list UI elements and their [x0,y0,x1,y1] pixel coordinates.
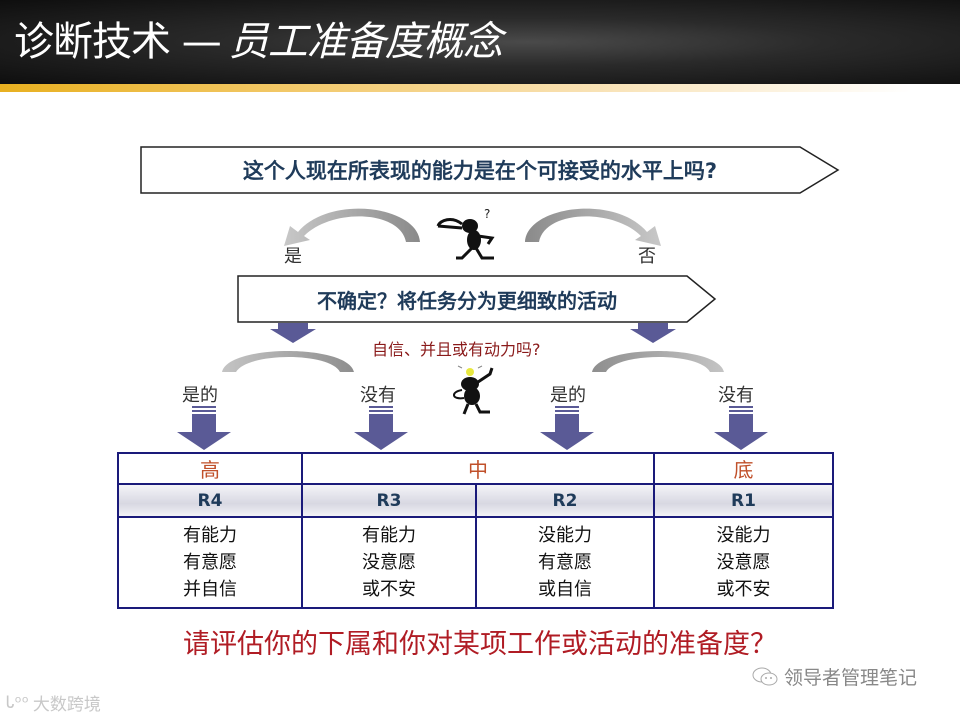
readiness-code-row: R4 R3 R2 R1 [119,485,832,518]
level-mid-label: 中 [468,458,488,482]
curved-arrow-no-icon [525,208,661,246]
level-high-label: 高 [200,458,220,482]
code-cell-r1: R1 [655,485,832,516]
desc-r4-line3: 并自信 [183,579,237,600]
desc-r2-line3: 或自信 [538,579,592,600]
code-r2: R2 [552,490,578,511]
wechat-icon [752,667,778,685]
answer-label-2: 没有 [360,385,396,406]
level-row: 高 中 底 [119,454,832,485]
readiness-desc-row: 有能力 有意愿 并自信 有能力 没意愿 或不安 没能力 有意愿 或自信 没能力 [119,518,832,607]
answer-label-1: 是的 [182,385,218,406]
svg-text:?: ? [484,207,490,221]
level-cell-high: 高 [119,454,301,483]
sub-question-text: 自信、并且或有动力吗? [372,340,541,359]
code-r3: R3 [376,490,402,511]
desc-r2-line1: 没能力 [538,525,592,546]
logo-text: 大数跨境 [32,695,101,715]
idea-figure-icon [453,365,494,415]
down-arrow-right-icon [630,323,676,343]
question-2-text: 不确定？将任务分为更细致的活动 [317,288,617,313]
code-r4: R4 [197,490,223,511]
thinking-figure-icon: ? [436,207,495,260]
source-logo: Ꮣᵒᵒ 大数跨境 [6,690,101,716]
wechat-watermark: 领导者管理笔记 [752,663,917,690]
desc-r3-line1: 有能力 [362,525,416,546]
desc-cell-r4: 有能力 有意愿 并自信 [119,518,301,607]
title-bar: 诊断技术 —员工准备度概念 [0,0,960,84]
question-1-text: 这个人现在所表现的能力是在个可接受的水平上吗? [242,159,718,183]
arrow-banner-shape [140,146,840,194]
split-curve-right-icon [592,351,724,372]
desc-r4-line1: 有能力 [183,525,237,546]
split-curve-left-icon [222,351,354,372]
level-cell-low: 底 [655,454,832,483]
answer-label-3: 是的 [550,385,586,406]
question-banner-1: 这个人现在所表现的能力是在个可接受的水平上吗? [140,146,840,194]
curved-arrow-yes-icon [284,208,420,246]
accent-bar [0,84,960,92]
down-arrow-r1-icon [714,406,768,450]
desc-r3-line3: 或不安 [362,579,416,600]
level-cell-mid: 中 [303,454,653,483]
code-cell-r2: R2 [477,485,653,516]
title-sub: 员工准备度概念 [228,19,503,65]
page-title: 诊断技术 —员工准备度概念 [14,14,503,70]
watermark-text: 领导者管理笔记 [784,667,918,689]
bottom-question: 请评估你的下属和你对某项工作或活动的准备度？ [183,629,777,660]
arrow-banner-shape [237,275,717,323]
desc-r3-line2: 没意愿 [362,552,416,573]
down-arrow-r3-icon [354,406,408,450]
readiness-table: 高 中 底 R4 R3 R2 R1 有能力 有意愿 [117,452,834,609]
desc-cell-r1: 没能力 没意愿 或不安 [655,518,832,607]
question-banner-2: 不确定？将任务分为更细致的活动 [237,275,717,323]
desc-r2-line2: 有意愿 [538,552,592,573]
desc-cell-r3: 有能力 没意愿 或不安 [303,518,475,607]
logo-icon: Ꮣᵒᵒ [6,692,29,713]
title-main: 诊断技术 — [14,19,222,65]
desc-r1-line2: 没意愿 [716,552,771,573]
desc-cell-r2: 没能力 有意愿 或自信 [477,518,653,607]
down-arrow-r4-icon [177,406,231,450]
code-cell-r4: R4 [119,485,301,516]
code-cell-r3: R3 [303,485,475,516]
desc-r1-line1: 没能力 [716,525,771,546]
down-arrow-left-icon [270,323,316,343]
level-low-label: 底 [733,458,754,482]
code-r1: R1 [731,490,756,511]
down-arrow-r2-icon [540,406,594,450]
branch-no-label: 否 [638,246,656,267]
desc-r1-line3: 或不安 [716,579,771,600]
branch-yes-label: 是 [284,246,302,267]
answer-label-4: 没有 [718,385,754,406]
desc-r4-line2: 有意愿 [183,552,237,573]
